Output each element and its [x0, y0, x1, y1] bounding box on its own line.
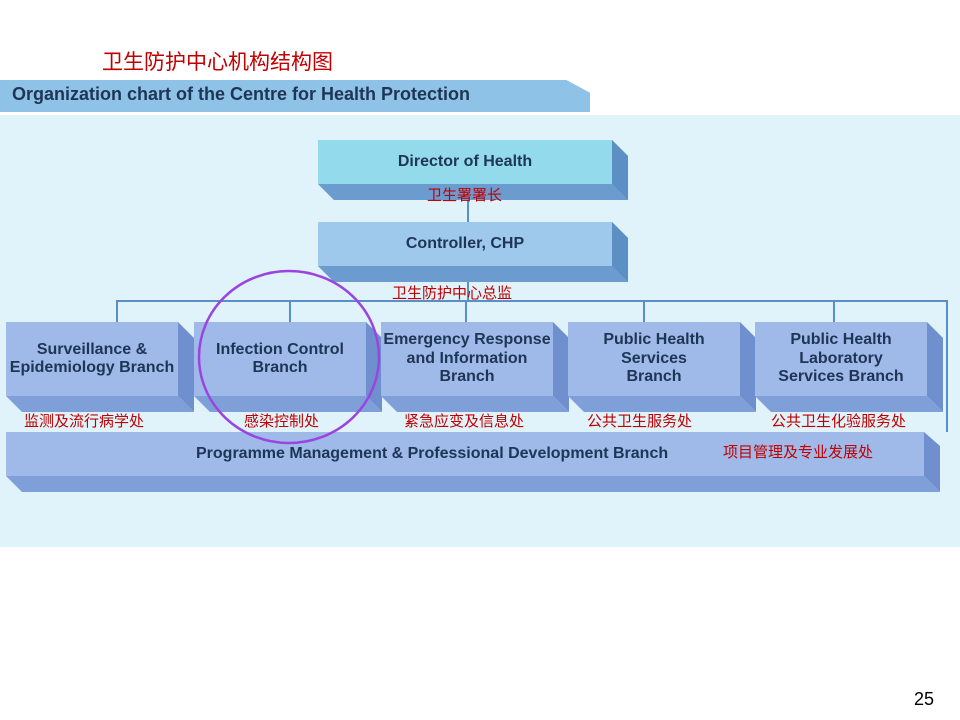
director-label: Director of Health	[397, 152, 533, 170]
connector-programme	[946, 300, 948, 432]
connector-controller-bus	[467, 282, 469, 301]
connector-branch-2	[289, 300, 291, 322]
page-number: 25	[913, 689, 934, 709]
branch-1-box-shape	[6, 322, 194, 412]
branch-1-cn-label: 监测及流行病学处	[24, 412, 145, 430]
branch-5-box-shape	[755, 322, 943, 412]
branch-4-box-shape	[568, 322, 756, 412]
branch-1-label: Surveillance & Epidemiology Branch	[9, 340, 175, 376]
branch-5-label: Public Health Laboratory Services Branch	[778, 331, 904, 386]
programme-box-shape	[6, 432, 940, 492]
programme-cn-label: 项目管理及专业发展处	[723, 443, 874, 461]
director-box: Director of Health	[318, 140, 612, 184]
branch-3-cn-label: 紧急应变及信息处	[404, 412, 525, 430]
director-cn-label: 卫生署署长	[427, 186, 503, 204]
branch-3-label: Emergency Response and Information Branc…	[383, 331, 551, 386]
controller-label: Controller, CHP	[405, 234, 525, 252]
programme-box: Programme Management & Professional Deve…	[6, 432, 890, 476]
connector-branch-1	[116, 300, 118, 322]
controller-box: Controller, CHP	[318, 222, 612, 266]
chart-banner: Organization chart of the Centre for Hea…	[0, 80, 590, 112]
director-box-shape	[318, 140, 628, 200]
branch-1-box: Surveillance & Epidemiology Branch	[6, 322, 178, 396]
controller-box-shape	[318, 222, 628, 282]
branch-4-label: Public Health Services Branch	[603, 331, 705, 386]
controller-cn-label: 卫生防护中心总监	[392, 284, 513, 302]
connector-branch-4	[643, 300, 645, 322]
slide-title: 卫生防护中心机构结构图	[102, 50, 333, 74]
branch-4-box: Public Health Services Branch	[568, 322, 740, 396]
connector-horizontal-bus	[116, 300, 948, 302]
banner-title: Organization chart of the Centre for Hea…	[12, 84, 471, 104]
highlight-circle	[197, 269, 381, 445]
branch-2-box: Infection Control Branch	[194, 322, 366, 396]
branch-5-box: Public Health Laboratory Services Branch	[755, 322, 927, 396]
branch-4-cn-label: 公共卫生服务处	[587, 412, 693, 430]
connector-branch-3	[465, 300, 467, 322]
connector-branch-5	[833, 300, 835, 322]
branch-2-label: Infection Control Branch	[216, 340, 344, 376]
branch-3-box-shape	[381, 322, 569, 412]
connector-director-controller	[467, 198, 469, 222]
branch-5-cn-label: 公共卫生化验服务处	[771, 412, 907, 430]
branch-3-box: Emergency Response and Information Branc…	[381, 322, 553, 396]
branch-2-cn-label: 感染控制处	[244, 412, 320, 430]
programme-label: Programme Management & Professional Deve…	[196, 444, 669, 462]
